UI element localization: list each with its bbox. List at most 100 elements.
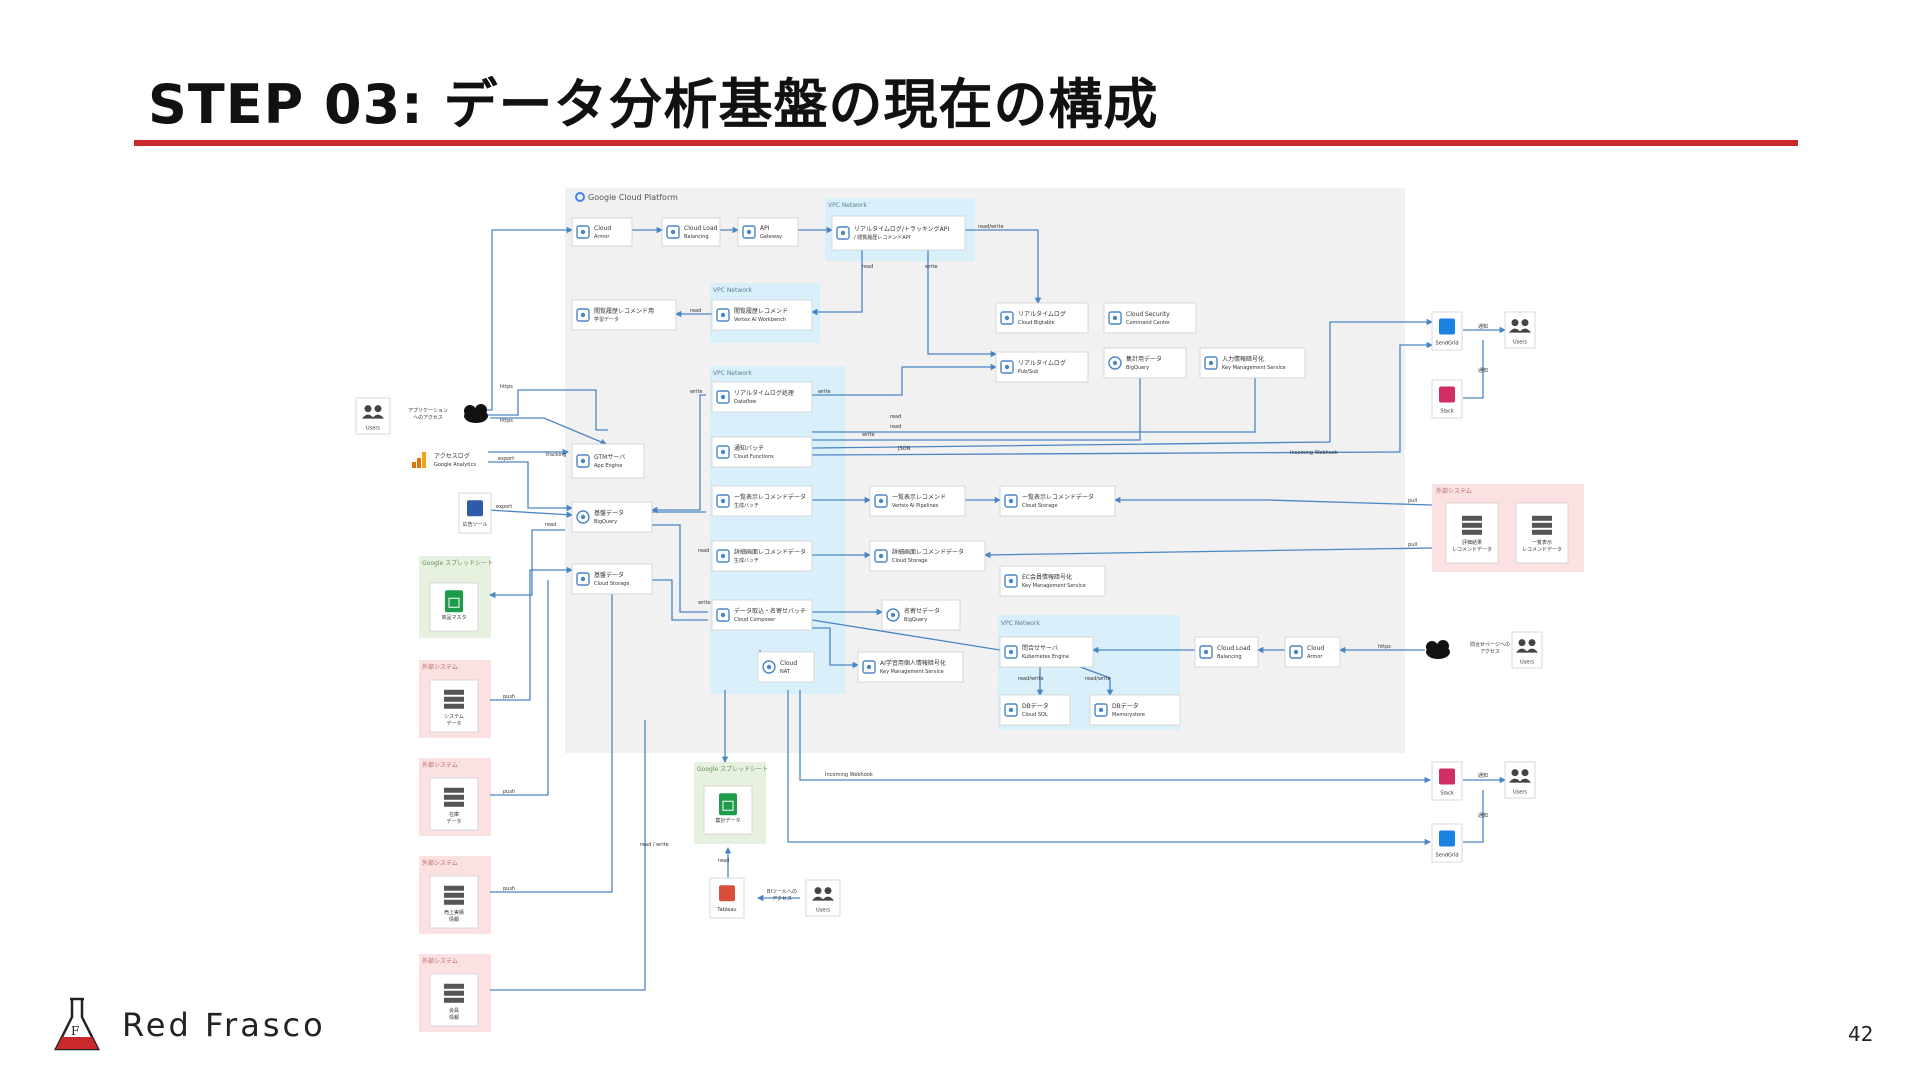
node-subtitle: Key Management Service bbox=[880, 669, 944, 675]
node-box bbox=[1103, 302, 1197, 334]
label-line2: へのアクセス bbox=[413, 415, 443, 421]
edge-user-to-armor bbox=[476, 226, 574, 411]
node-title: GTMサーバ bbox=[594, 454, 625, 461]
node-box bbox=[355, 397, 391, 435]
adtool-icon bbox=[467, 500, 483, 517]
node-box bbox=[1511, 631, 1543, 669]
server-icon bbox=[1462, 515, 1482, 535]
edge-label-rw-gke2: read/write bbox=[1085, 676, 1111, 682]
server-icon bbox=[1532, 515, 1552, 535]
server-icon bbox=[444, 983, 464, 1003]
vpc-region-bottom-label: VPC Network bbox=[1001, 620, 1040, 627]
storage-icon bbox=[874, 549, 888, 563]
node-subtitle: レコメンドデータ bbox=[1522, 546, 1562, 553]
nat-icon bbox=[762, 660, 776, 674]
users-icon bbox=[1516, 639, 1538, 653]
node-subtitle: Vertex AI Pipelines bbox=[892, 503, 939, 509]
node-subtitle: Memorystore bbox=[1112, 712, 1145, 718]
node-title: Cloud Security bbox=[1126, 311, 1170, 318]
node-box bbox=[757, 651, 815, 683]
node-box bbox=[711, 540, 813, 572]
node-box bbox=[1089, 694, 1181, 726]
node-box bbox=[571, 217, 633, 247]
node-subtitle: レコメンドデータ bbox=[1452, 546, 1492, 553]
edge-label-https-access: https bbox=[500, 418, 513, 424]
edge-dwh-to-compute bbox=[652, 524, 708, 613]
edge-label-push3: push bbox=[503, 886, 515, 892]
ext-region-left-4-label: 外部システム bbox=[422, 957, 458, 965]
storage-icon bbox=[576, 308, 590, 322]
ext-region-left-2-label: 外部システム bbox=[422, 761, 458, 769]
edge-label-mail3: 通知 bbox=[1478, 772, 1488, 779]
edge-nat-to-slack bbox=[799, 690, 1432, 784]
slide-title: STEP 03: データ分析基盤の現在の構成 bbox=[148, 73, 1159, 136]
edge-label-https-top: https bbox=[500, 384, 513, 390]
edge-batch-fn-slack bbox=[811, 341, 1434, 456]
edge-compute-to-gke bbox=[811, 619, 1001, 651]
ext-region-right-label: 外部システム bbox=[1436, 487, 1472, 495]
gcp-region bbox=[565, 188, 1405, 753]
edge-label-read2: read bbox=[890, 414, 901, 420]
node-title: Cloud bbox=[594, 225, 611, 232]
gke-icon bbox=[1004, 645, 1018, 659]
brand-name: Red Frasco bbox=[122, 1006, 326, 1044]
edge-nat-to-sendgrid bbox=[787, 690, 1432, 846]
node-title: 広告ツール bbox=[462, 521, 487, 528]
node-box bbox=[869, 540, 986, 572]
node-box bbox=[711, 485, 813, 517]
node-subtitle: Cloud SQL bbox=[1022, 712, 1048, 718]
node-title: 問合せサーバ bbox=[1022, 644, 1058, 652]
label-line1: アプリケーション bbox=[408, 407, 448, 414]
node-users-right-bottom: Users bbox=[1504, 761, 1536, 799]
node-subtitle: BigQuery bbox=[1126, 365, 1149, 371]
vpc-region-top-label: VPC Network bbox=[828, 202, 867, 209]
edge-realtime-proc bbox=[812, 363, 998, 396]
node-box bbox=[1504, 311, 1536, 349]
node-subtitle: NAT bbox=[780, 669, 791, 675]
sql-icon bbox=[1004, 703, 1018, 717]
node-title: データ取込・名寄せバッチ bbox=[734, 607, 806, 615]
node-title: DBデータ bbox=[1112, 702, 1139, 710]
edge-ext-system bbox=[490, 566, 574, 701]
ga-icon bbox=[412, 452, 426, 468]
node-box bbox=[999, 485, 1116, 517]
edge-label-write1: write bbox=[925, 264, 938, 270]
vpc-region-main bbox=[710, 366, 845, 694]
edge-label-export2: export bbox=[496, 504, 512, 510]
node-subtitle: Armor bbox=[594, 234, 610, 240]
edge-label-write2: write bbox=[818, 389, 831, 395]
google-cloud-logo-icon bbox=[575, 192, 585, 202]
node-kms-ai: AI学習用個人情報暗号化 Key Management Service bbox=[857, 651, 964, 683]
node-subtitle: Cloud Storage bbox=[1022, 503, 1057, 509]
gcp-region-label: Google Cloud Platform bbox=[588, 193, 678, 202]
node-title: 商品マスタ bbox=[441, 614, 466, 621]
node-title: Tableau bbox=[716, 907, 736, 913]
node-title: AI学習用個人情報暗号化 bbox=[880, 659, 946, 667]
node-title: 会員 bbox=[449, 1007, 459, 1014]
node-box bbox=[661, 217, 721, 247]
users-icon bbox=[812, 887, 834, 901]
node-box bbox=[831, 215, 966, 251]
node-box bbox=[1103, 347, 1187, 379]
node-box bbox=[711, 436, 813, 468]
memory-icon bbox=[1094, 703, 1108, 717]
edge-label-read-write-ext: read / write bbox=[640, 842, 669, 848]
bigtable-icon bbox=[1000, 311, 1014, 325]
edge-ad-to-dwh bbox=[487, 509, 574, 518]
shield-icon bbox=[1108, 311, 1122, 325]
server-icon bbox=[444, 689, 464, 709]
brand-logo: F Red Frasco bbox=[50, 990, 326, 1060]
node-subtitle: Command Center bbox=[1126, 320, 1171, 326]
node-title: Slack bbox=[1440, 790, 1453, 796]
label-line2: アクセス bbox=[1480, 649, 1500, 655]
